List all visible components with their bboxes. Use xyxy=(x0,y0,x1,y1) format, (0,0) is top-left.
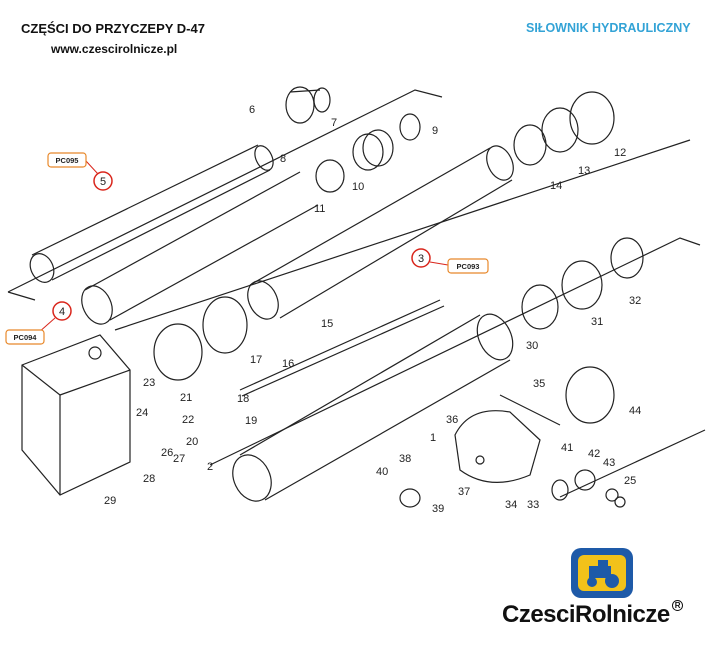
tube-3[interactable] xyxy=(242,142,519,324)
ring-32[interactable] xyxy=(610,237,644,279)
part-label-39: 39 xyxy=(432,503,444,515)
svg-text:PC094: PC094 xyxy=(14,333,38,342)
callout-3-leader xyxy=(429,261,449,266)
nut-10[interactable] xyxy=(352,129,394,171)
part-label-44: 44 xyxy=(629,405,641,417)
panel-frame-line xyxy=(209,237,701,466)
part-label-15: 15 xyxy=(321,318,333,330)
part-label-18: 18 xyxy=(237,393,249,405)
part-label-6: 6 xyxy=(249,104,255,116)
part-label-41: 41 xyxy=(561,442,573,454)
part-label-21: 21 xyxy=(180,392,192,404)
part-label-35: 35 xyxy=(533,378,545,390)
brand-name: CzesciRolnicze xyxy=(502,601,670,628)
panel-frame-line xyxy=(7,291,36,301)
valve-42[interactable] xyxy=(574,469,596,491)
cylinder-2[interactable] xyxy=(226,308,520,507)
part-label-32: 32 xyxy=(629,295,641,307)
flange-22[interactable] xyxy=(202,296,248,354)
bracket-29[interactable] xyxy=(21,334,131,496)
part-label-12: 12 xyxy=(614,147,626,159)
part-label-14: 14 xyxy=(550,180,562,192)
part-label-37: 37 xyxy=(458,486,470,498)
tube-5[interactable] xyxy=(26,143,277,286)
part-6-body[interactable] xyxy=(285,86,331,124)
cylinder-head-1[interactable] xyxy=(454,410,541,484)
nut-31[interactable] xyxy=(561,260,603,310)
part-label-17: 17 xyxy=(250,354,262,366)
part-label-1: 1 xyxy=(430,432,436,444)
part-label-27: 27 xyxy=(173,453,185,465)
section-title: SIŁOWNIK HYDRAULICZNY xyxy=(526,21,691,35)
svg-text:PC093: PC093 xyxy=(457,262,480,271)
ring-12[interactable] xyxy=(569,91,615,145)
part-label-2: 2 xyxy=(207,461,213,473)
part-label-19: 19 xyxy=(245,415,257,427)
plug-40[interactable] xyxy=(399,488,421,508)
callout-4[interactable]: 4 xyxy=(52,301,72,321)
part-label-34: 34 xyxy=(505,499,517,511)
part-label-7: 7 xyxy=(331,117,337,129)
ring-44[interactable] xyxy=(565,366,615,424)
spring-33[interactable] xyxy=(551,479,569,501)
bolt-35[interactable] xyxy=(499,394,561,426)
part-label-24: 24 xyxy=(136,407,148,419)
callout-5-leader xyxy=(85,160,99,175)
brand-logo-icon xyxy=(571,548,633,598)
part-label-40: 40 xyxy=(376,466,388,478)
ring-9[interactable] xyxy=(399,113,421,141)
nut-43[interactable] xyxy=(605,488,619,502)
panel-frame-line xyxy=(559,429,706,498)
part-label-11: 11 xyxy=(314,203,325,215)
part-label-13: 13 xyxy=(578,165,590,177)
washer-25[interactable] xyxy=(614,496,626,508)
svg-text:5: 5 xyxy=(100,176,106,188)
part-label-26: 26 xyxy=(161,447,173,459)
panel-frame-line xyxy=(7,89,443,293)
tube-middle[interactable] xyxy=(76,171,319,329)
code-pc095[interactable]: PC095 xyxy=(47,152,87,168)
ring-14[interactable] xyxy=(513,124,547,166)
part-label-29: 29 xyxy=(104,495,116,507)
part-label-22: 22 xyxy=(182,414,194,426)
code-pc093[interactable]: PC093 xyxy=(447,258,489,274)
part-label-10: 10 xyxy=(352,181,364,193)
part-label-9: 9 xyxy=(432,125,438,137)
callout-5[interactable]: 5 xyxy=(93,171,113,191)
part-label-30: 30 xyxy=(526,340,538,352)
part-label-23: 23 xyxy=(143,377,155,389)
part-label-43: 43 xyxy=(603,457,615,469)
part-label-38: 38 xyxy=(399,453,411,465)
svg-text:PC095: PC095 xyxy=(56,156,79,165)
rod-18[interactable] xyxy=(239,299,441,391)
part-label-31: 31 xyxy=(591,316,603,328)
panel-frame-line xyxy=(114,139,691,331)
ring-30[interactable] xyxy=(521,284,559,330)
code-pc094[interactable]: PC094 xyxy=(5,329,45,345)
part-label-8: 8 xyxy=(280,153,286,165)
part-label-33: 33 xyxy=(527,499,539,511)
part-numbers: 1 2 6 7 8 9 10 12 11 13 14 15 16 17 18 1… xyxy=(104,104,641,515)
nut-13[interactable] xyxy=(541,107,579,153)
page-title: CZĘŚCI DO PRZYCZEPY D-47 xyxy=(21,21,205,36)
rod-18b[interactable] xyxy=(241,305,445,397)
flange-23[interactable] xyxy=(153,323,203,381)
part-label-16: 16 xyxy=(282,358,294,370)
part-label-25: 25 xyxy=(624,475,636,487)
brand-registered-mark: R xyxy=(671,600,684,611)
part-label-20: 20 xyxy=(186,436,198,448)
website-link[interactable]: www.czescirolnicze.pl xyxy=(51,42,178,56)
part-label-42: 42 xyxy=(588,448,600,460)
part-label-36: 36 xyxy=(446,414,458,426)
ring-11[interactable] xyxy=(315,159,345,193)
callout-3[interactable]: 3 xyxy=(411,248,431,268)
part-label-28: 28 xyxy=(143,473,155,485)
svg-text:3: 3 xyxy=(418,253,424,265)
svg-text:4: 4 xyxy=(59,306,65,318)
